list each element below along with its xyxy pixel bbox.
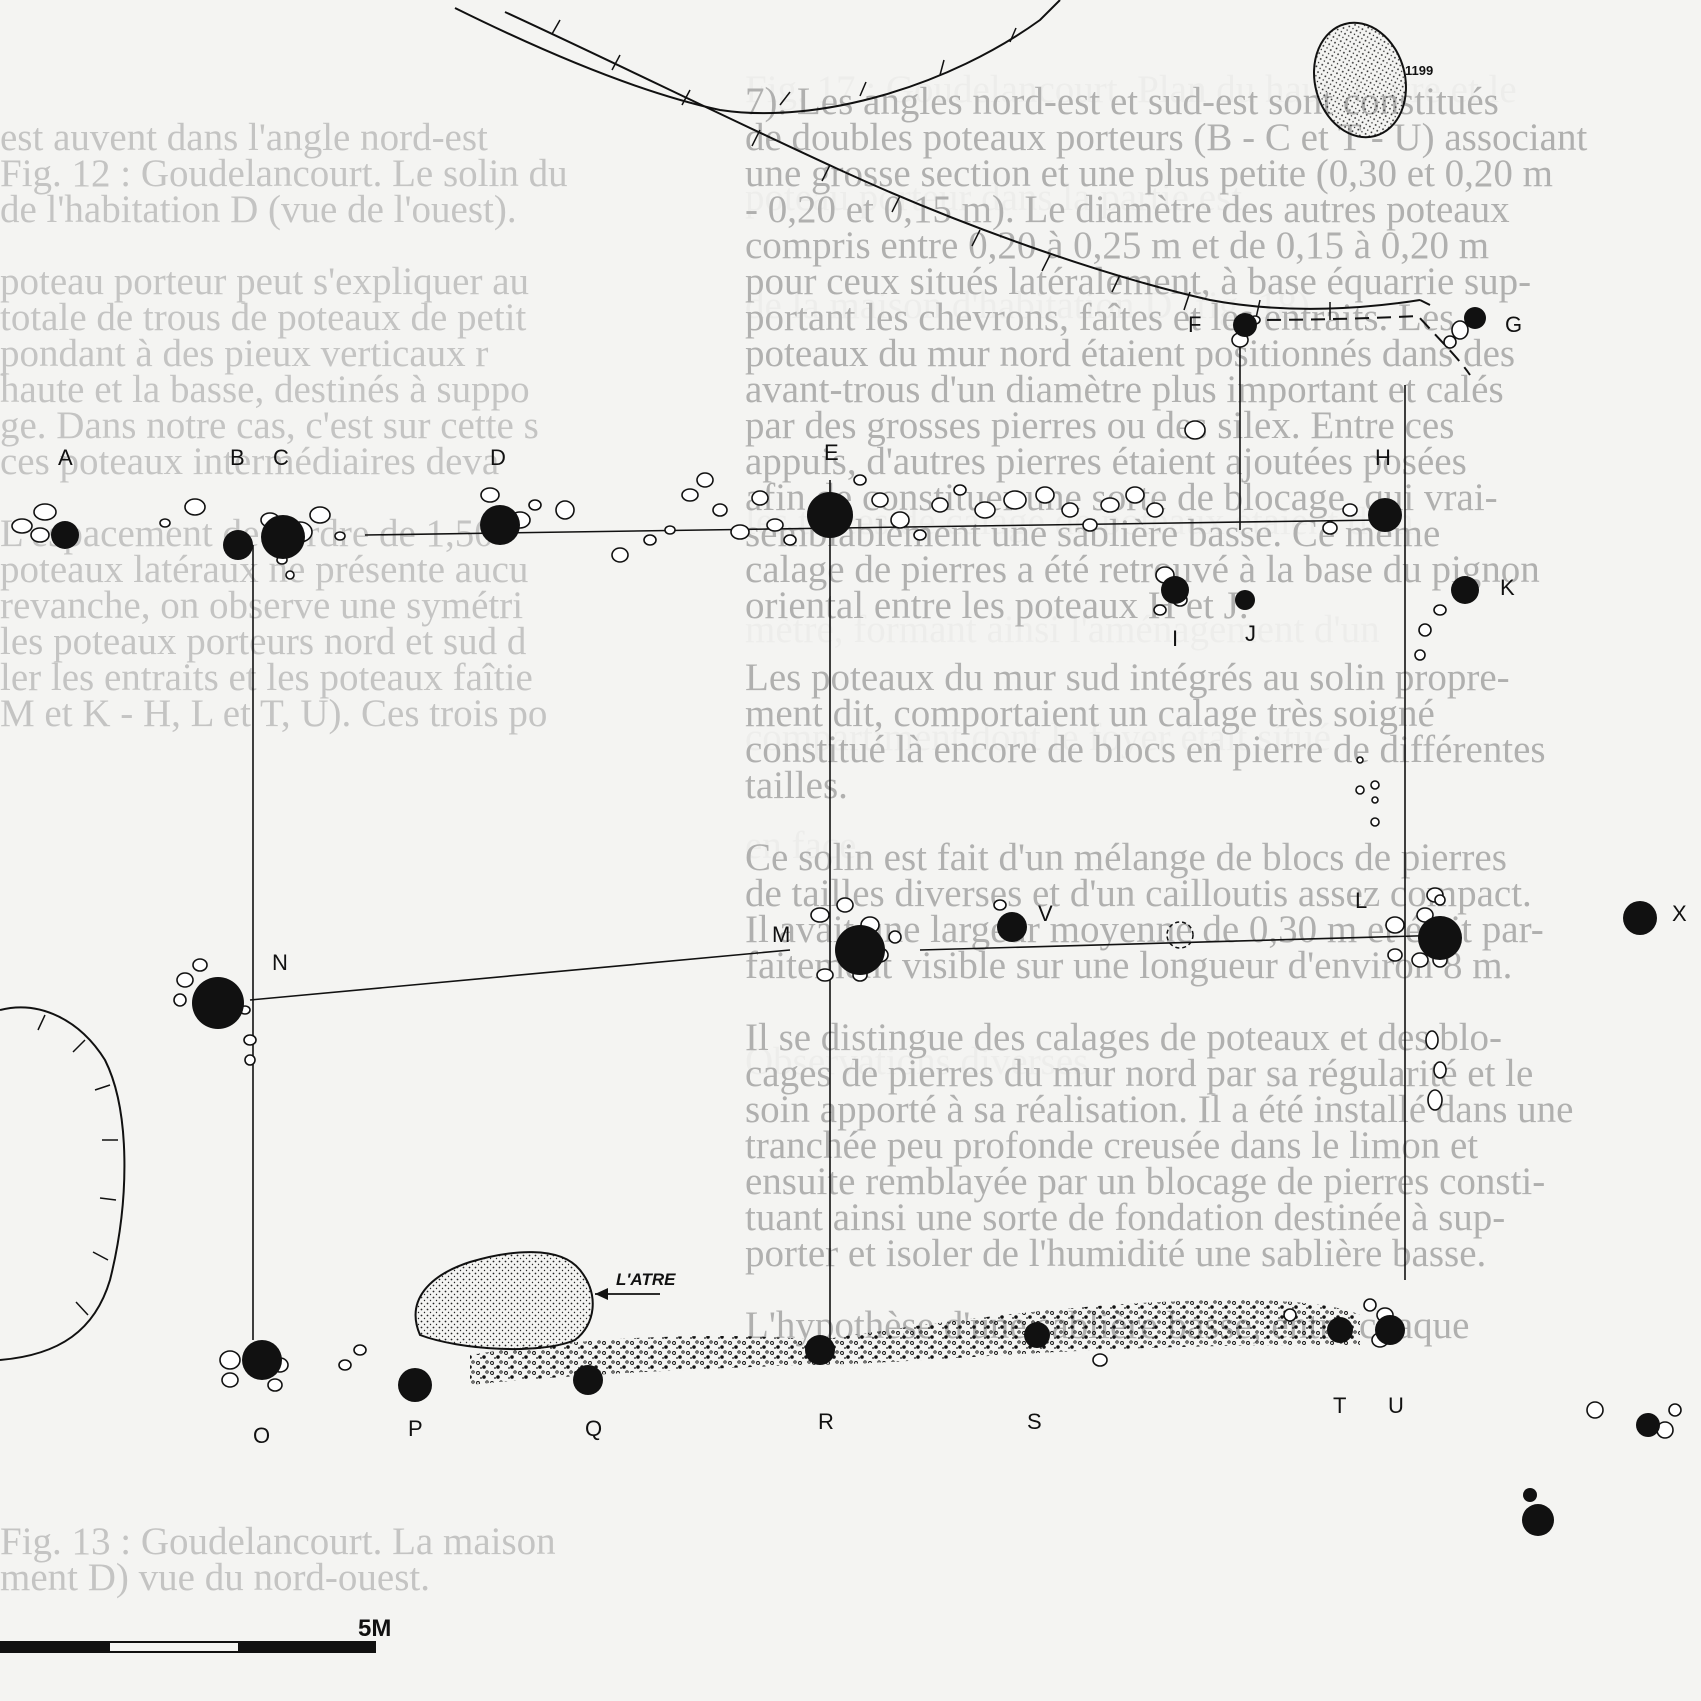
post-label-e: E (824, 440, 839, 465)
post-label-m: M (772, 922, 791, 947)
post-label-k: K (1500, 575, 1515, 600)
post-label-h: H (1375, 445, 1391, 470)
construction-lines (249, 320, 1451, 1340)
pit-1199 (1313, 21, 1407, 139)
solin (470, 1300, 1360, 1385)
pit-1199-label: 1199 (1405, 63, 1434, 78)
post-label-j: J (1245, 621, 1256, 646)
post-label-x: X (1672, 901, 1687, 926)
drainage-ditch (454, 0, 1471, 376)
post-label-s: S (1027, 1409, 1042, 1434)
stones (11, 315, 1682, 1439)
uncertain-post (1166, 921, 1194, 949)
post-label-f: F (1188, 312, 1202, 337)
ditch-hachures (551, 19, 1331, 320)
large-pit (0, 1006, 126, 1361)
hearth-label: L'ATRE (616, 1270, 676, 1289)
scale-label: 5M (358, 1615, 392, 1642)
post-label-p: P (408, 1416, 423, 1441)
post-label-a: A (58, 445, 73, 470)
post-label-u: U (1388, 1393, 1404, 1418)
post-label-c: C (273, 445, 289, 470)
post-label-i: I (1172, 626, 1179, 651)
post-label-d: D (490, 445, 506, 470)
scale-bar (0, 1641, 376, 1653)
post-label-g: G (1505, 312, 1523, 337)
post-label-v: V (1038, 901, 1053, 926)
post-label-r: R (818, 1409, 834, 1434)
post-label-o: O (253, 1423, 271, 1448)
post-label-t: T (1333, 1393, 1347, 1418)
post-label-q: Q (585, 1416, 603, 1441)
post-label-l: L (1355, 888, 1368, 913)
post-label-n: N (272, 950, 288, 975)
post-label-b: B (230, 445, 245, 470)
postholes (51, 307, 1660, 1536)
